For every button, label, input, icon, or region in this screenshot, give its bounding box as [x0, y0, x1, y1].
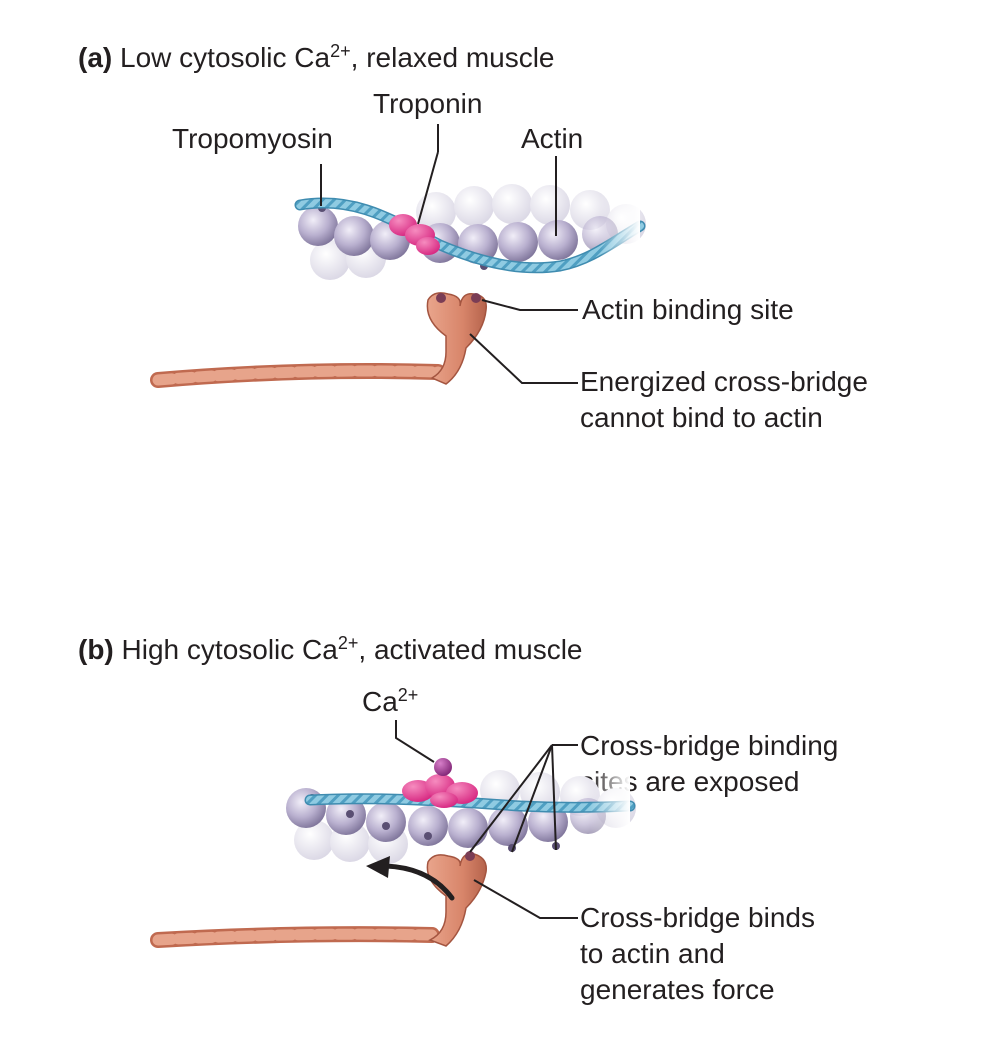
- panel-a-art: [150, 124, 646, 388]
- panel-a-title-sup: 2+: [330, 41, 351, 61]
- calcium-ion: [434, 758, 452, 776]
- panel-a-letter: (a): [78, 42, 113, 73]
- leader-lines-b: [395, 720, 578, 919]
- panel-b-art: [150, 720, 636, 948]
- myosin-tail-b: [150, 926, 440, 948]
- panel-a-title-text: Low cytosolic Ca: [120, 42, 331, 73]
- label-actin: Actin: [521, 123, 584, 154]
- troponin-b: [402, 774, 478, 808]
- label-calcium: Ca2+: [362, 684, 418, 720]
- panel-b-title-sup: 2+: [337, 633, 359, 653]
- panel-b-title-post: , activated muscle: [358, 634, 583, 665]
- leader-lines-a: [320, 124, 578, 384]
- label-binds-line3: generates force: [580, 974, 775, 1005]
- label-exposed-line1: Cross-bridge binding: [580, 730, 839, 761]
- myosin-tail-a: [150, 363, 446, 388]
- label-energized-line1: Energized cross-bridge: [580, 366, 868, 397]
- myosin-head-a: [426, 292, 487, 385]
- troponin-a: [389, 214, 440, 255]
- panel-b-title: (b) High cytosolic Ca2+, activated muscl…: [78, 634, 583, 666]
- panel-b-letter: (b): [78, 634, 114, 665]
- panel-b-title-text: High cytosolic Ca: [121, 634, 338, 665]
- power-stroke-arrow: [366, 856, 455, 901]
- label-binds-line1: Cross-bridge binds: [580, 902, 815, 933]
- label-calcium-text: Ca: [362, 686, 398, 717]
- label-energized-line2: cannot bind to actin: [580, 402, 823, 433]
- label-calcium-sup: 2+: [397, 685, 419, 705]
- label-tropomyosin: Tropomyosin: [172, 123, 333, 154]
- panel-a-title-post: , relaxed muscle: [350, 42, 555, 73]
- panel-a-title: (a) Low cytosolic Ca2+, relaxed muscle: [78, 42, 555, 74]
- label-troponin: Troponin: [373, 88, 483, 119]
- label-binds-line2: to actin and: [580, 938, 725, 969]
- label-actin-binding-site: Actin binding site: [582, 294, 794, 325]
- myosin-head-b: [426, 851, 487, 947]
